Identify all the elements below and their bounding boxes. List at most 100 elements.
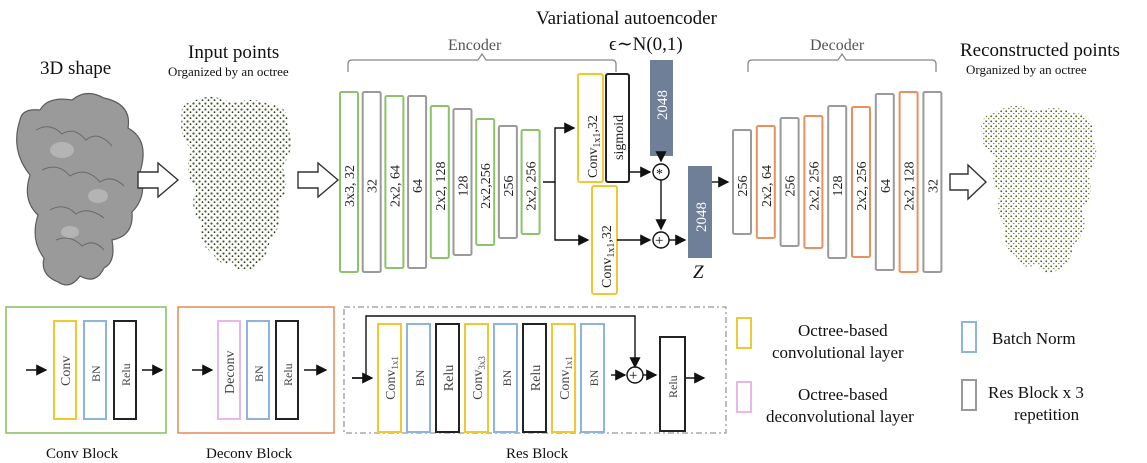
decoder-block-8 xyxy=(922,91,943,273)
res-layer-label-7: BN xyxy=(587,369,601,386)
shape-title: 3D shape xyxy=(40,58,111,79)
decoder-block-4 xyxy=(827,105,848,259)
res-block-caption: Res Block xyxy=(506,446,569,462)
res-layer-7 xyxy=(580,323,605,433)
decoder-label: Decoder xyxy=(810,37,865,54)
hollow-arrow-1 xyxy=(137,161,180,199)
conv-block-bn-label: BN xyxy=(89,365,103,382)
res-layer-label-3: Conv3x3 xyxy=(471,356,487,400)
encoder-block-label-1: 32 xyxy=(366,179,381,193)
encoder-block-label-7: 256 xyxy=(502,176,517,197)
encoder-block-7 xyxy=(497,125,518,239)
encoder-block-label-4: 2x2, 128 xyxy=(434,162,449,211)
res-layer-0 xyxy=(377,323,402,433)
encoder-block-label-3: 64 xyxy=(411,179,426,193)
conv-block-conv-label: Conv xyxy=(59,356,74,386)
deconv-block-caption: Deconv Block xyxy=(206,446,293,462)
enc-to-conv-bottom-arrow xyxy=(554,182,590,246)
legend-conv-line2: convolutional layer xyxy=(772,343,904,362)
conv-block-relu-label: Relu xyxy=(119,363,133,386)
hollow-arrow-3 xyxy=(949,163,988,201)
legend-conv-line1: Octree-based xyxy=(798,321,888,340)
deconv-block-bn xyxy=(246,320,270,420)
enc-to-conv-top-arrow xyxy=(543,122,576,183)
sigmoid-label: sigmoid xyxy=(612,115,627,160)
3d-shape-image xyxy=(16,92,144,286)
noise-size-label: 2048 xyxy=(655,90,671,120)
encoder-block-label-8: 2x2, 256 xyxy=(525,162,540,211)
encoder-block-label-2: 2x2, 64 xyxy=(388,165,403,207)
plus-symbol: + xyxy=(655,233,663,249)
decoder-block-1 xyxy=(755,125,776,239)
deconv-block-deconv xyxy=(217,320,241,420)
encoder-block-1 xyxy=(361,91,382,273)
recon-title: Reconstructed points xyxy=(960,40,1120,61)
legend-conv-swatch xyxy=(736,317,752,349)
latent-size-label: 2048 xyxy=(694,202,710,232)
conv-block-conv xyxy=(53,320,77,420)
res-plus-symbol: + xyxy=(629,368,637,384)
legend-deconv-swatch xyxy=(736,381,752,413)
conv-block-relu xyxy=(113,320,137,420)
legend: Octree-based convolutional layer Octree-… xyxy=(736,317,1084,426)
decoder-block-label-5: 2x2, 256 xyxy=(855,162,870,211)
vae-conv-top-label: Conv1x1,32 xyxy=(586,115,603,178)
noise-vector-box xyxy=(650,60,673,156)
input-subtitle: Organized by an octree xyxy=(168,64,289,79)
res-layer-label-0: Conv1x1 xyxy=(384,356,400,400)
decoder-block-3 xyxy=(803,115,824,249)
decoder-block-label-1: 2x2, 64 xyxy=(760,165,775,207)
res-layer-label-4: BN xyxy=(500,369,514,386)
encoder-block-2 xyxy=(384,95,405,269)
encoder-block-0 xyxy=(339,91,359,273)
res-relu-out xyxy=(659,336,686,432)
res-layer-3 xyxy=(464,323,489,433)
res-layer-label-5: Relu xyxy=(529,365,544,391)
decoder-block-6 xyxy=(874,93,895,271)
recon-subtitle: Organized by an octree xyxy=(966,62,1087,77)
z-label: Z xyxy=(693,262,704,283)
sigmoid-box xyxy=(605,73,630,183)
decoder-block-label-4: 128 xyxy=(831,176,846,197)
legend-deconv-line1: Octree-based xyxy=(798,385,888,404)
res-layer-label-6: Conv1x1 xyxy=(558,356,574,400)
res-layer-label-2: Relu xyxy=(442,365,457,391)
vae-title: Variational autoencoder xyxy=(536,8,718,29)
decoder-block-label-0: 256 xyxy=(736,176,751,197)
encoder-brace xyxy=(347,52,617,72)
vae-section: Conv1x1,32 sigmoid Conv1x1,32 2048 2048 … xyxy=(543,60,730,295)
conv-block-bn xyxy=(83,320,107,420)
decoder-block-2 xyxy=(779,117,800,247)
encoder-label: Encoder xyxy=(448,37,502,54)
encoder-block-8 xyxy=(520,129,541,235)
encoder-block-label-0: 3x3, 32 xyxy=(343,165,358,207)
encoder-blocks: 3x3, 32 32 2x2, 64 64 2x2, 128 128 2x2,256 256 2… xyxy=(339,91,541,273)
encoder-block-5 xyxy=(452,108,473,256)
encoder-block-label-6: 2x2,256 xyxy=(479,163,494,209)
res-layer-5 xyxy=(522,323,547,433)
hollow-arrow-2 xyxy=(297,161,340,199)
input-title: Input points xyxy=(188,42,279,63)
conv-block-diagram: Conv BN Relu Conv Block xyxy=(5,306,167,462)
encoder-block-label-5: 128 xyxy=(457,176,472,197)
deconv-block-deconv-label: Deconv xyxy=(223,350,238,394)
decoder-block-label-8: 32 xyxy=(926,179,941,193)
deconv-block-relu-label: Relu xyxy=(281,363,295,386)
decoder-block-label-2: 256 xyxy=(784,176,799,197)
legend-res-line2: repetition xyxy=(1014,405,1080,424)
decoder-block-label-6: 64 xyxy=(879,179,894,193)
reconstructed-point-cloud-image xyxy=(981,106,1097,273)
res-layer-2 xyxy=(435,323,460,433)
decoder-block-0 xyxy=(732,129,752,235)
decoder-brace xyxy=(747,52,937,72)
deconv-block-diagram: Deconv BN Relu Deconv Block xyxy=(177,306,335,462)
epsilon-label: ϵ∼N(0,1) xyxy=(609,34,683,55)
input-point-cloud-image xyxy=(181,96,291,271)
deconv-block-bn-label: BN xyxy=(252,365,266,382)
res-layer-1 xyxy=(406,323,431,433)
